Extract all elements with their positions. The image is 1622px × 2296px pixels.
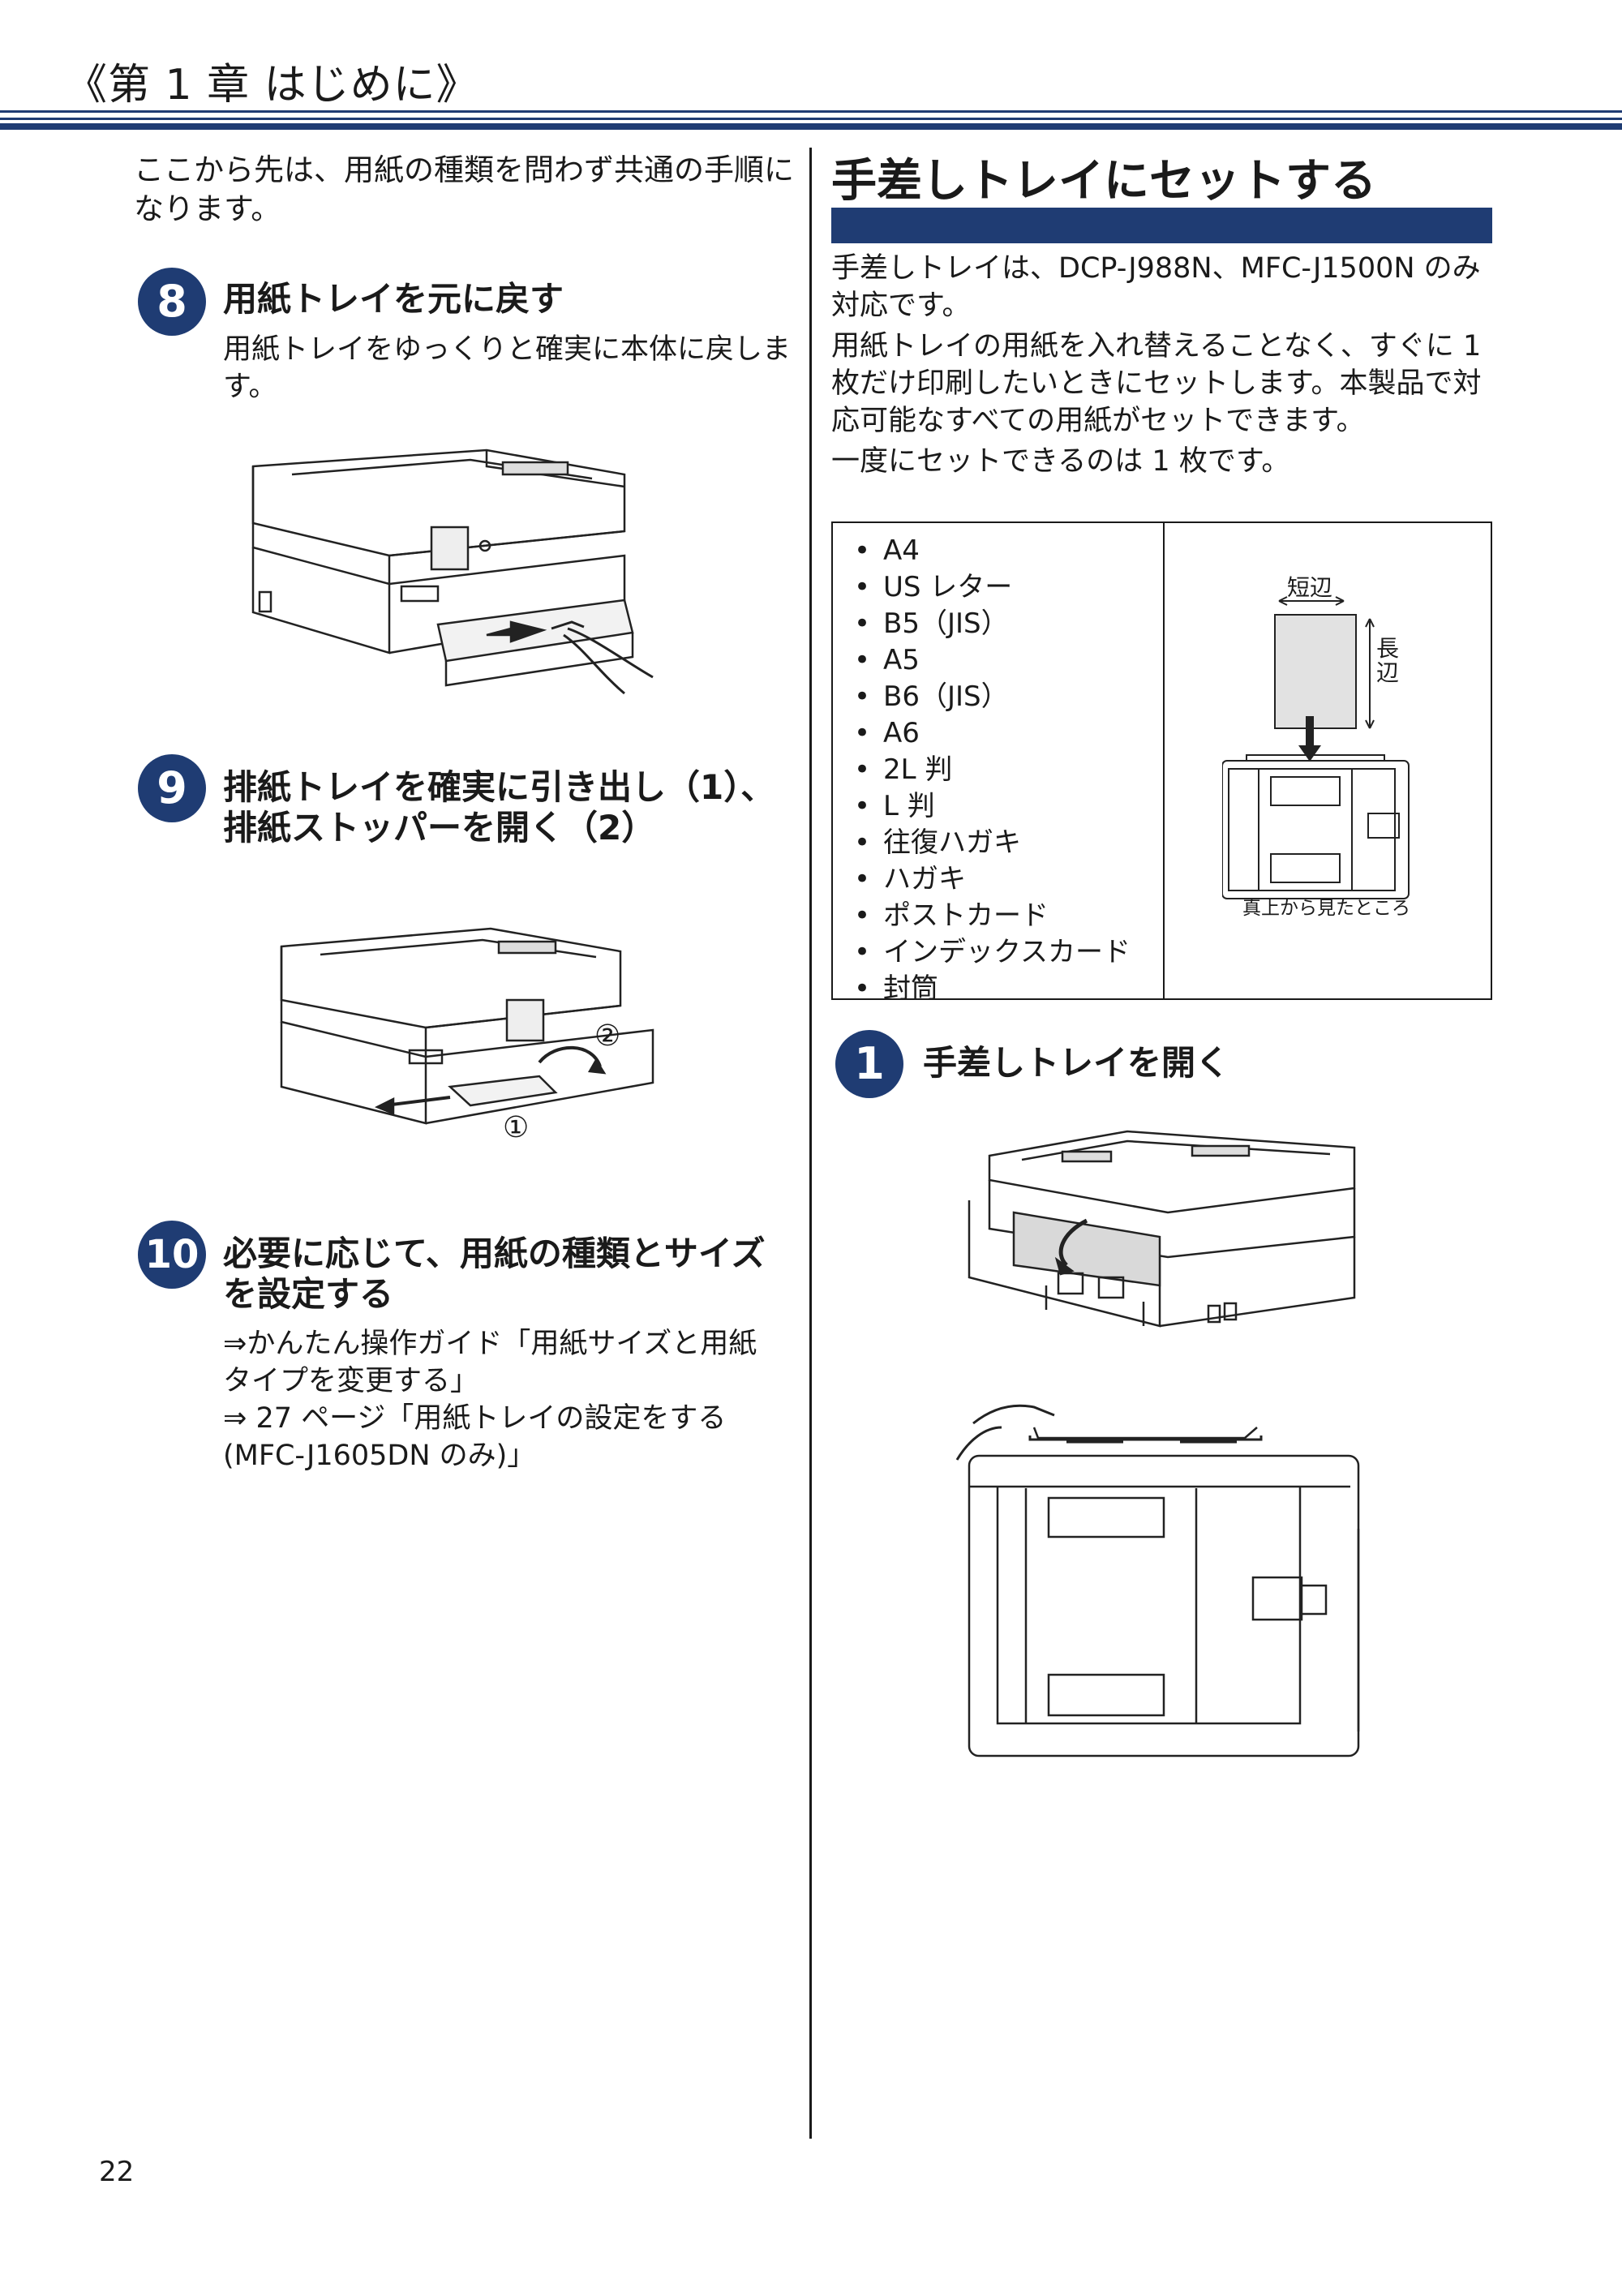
section-title-bar — [831, 208, 1492, 243]
printer-tray-insert-illustration — [243, 442, 665, 710]
step-body: 用紙トレイをゆっくりと確実に本体に戻します。 — [223, 333, 792, 403]
reference-link[interactable]: ⇒かんたん操作ガイド「用紙サイズと用紙 — [223, 1328, 757, 1360]
list-item: L 判 — [847, 788, 1131, 825]
chapter-title: 《第 1 章 はじめに》 — [65, 61, 479, 109]
step-title-line: 必要に応じて、用紙の種類とサイズ — [223, 1234, 766, 1273]
header-rule — [0, 123, 1622, 130]
section-title: 手差しトレイにセットする — [831, 155, 1376, 208]
long-edge-label: 長 — [1376, 635, 1400, 662]
reference-link[interactable]: ⇒ 27 ページ「用紙トレイの設定をする — [223, 1402, 727, 1435]
step-title: 用紙トレイを元に戻す — [223, 279, 564, 319]
paper-types-table: A4 US レター B5（JIS） A5 B6（JIS） A6 2L 判 L 判… — [831, 521, 1492, 1007]
list-item: 2L 判 — [847, 752, 1131, 788]
column-divider — [809, 148, 812, 2139]
reference-link[interactable]: (MFC-J1605DN のみ)」 — [223, 1440, 536, 1472]
list-item: 封筒 — [847, 971, 1131, 1007]
step-number-badge: 8 — [138, 268, 206, 336]
paper-type-list: A4 US レター B5（JIS） A5 B6（JIS） A6 2L 判 L 判… — [847, 533, 1131, 1007]
section-paragraph: 一度にセットできるのは 1 枚です。 — [831, 445, 1290, 478]
reference-link[interactable]: タイプを変更する」 — [223, 1365, 479, 1397]
manual-tray-top-view-illustration — [953, 1391, 1375, 1764]
page-number: 22 — [99, 2156, 135, 2188]
long-edge-label: 辺 — [1376, 659, 1400, 686]
step-title-line: 排紙ストッパーを開く（2） — [223, 808, 656, 848]
list-item: A4 — [847, 533, 1131, 569]
short-edge-label: 短辺 — [1287, 574, 1333, 601]
list-item: B5（JIS） — [847, 606, 1131, 642]
list-item: B6（JIS） — [847, 679, 1131, 715]
section-body: 手差しトレイは、DCP-J988N、MFC-J1500N のみ対応です。 用紙ト… — [831, 250, 1496, 483]
printer-rear-open-illustration — [965, 1123, 1362, 1367]
list-item: 往復ハガキ — [847, 825, 1131, 861]
list-item: A5 — [847, 642, 1131, 679]
top-view-illustration — [1221, 594, 1425, 922]
intro-text: ここから先は、用紙の種類を問わず共通の手順になります。 — [134, 152, 794, 226]
step-number-badge: 1 — [835, 1030, 903, 1098]
list-item: US レター — [847, 569, 1131, 606]
step-number-badge: 9 — [138, 754, 206, 822]
section-paragraph: 手差しトレイは、DCP-J988N、MFC-J1500N のみ対応です。 — [831, 252, 1481, 322]
table-divider — [1163, 523, 1165, 998]
printer-output-tray-illustration — [272, 921, 661, 1164]
step-title-line: 排紙トレイを確実に引き出し（1）、 — [223, 767, 775, 807]
list-item: ハガキ — [847, 861, 1131, 898]
list-item: インデックスカード — [847, 934, 1131, 971]
callout-1: ① — [503, 1111, 530, 1144]
header-rule — [0, 110, 1622, 113]
callout-2: ② — [594, 1019, 621, 1053]
step-title: 手差しトレイを開く — [923, 1043, 1230, 1083]
step-number-badge: 10 — [138, 1221, 206, 1289]
list-item: A6 — [847, 715, 1131, 752]
diagram-caption: 真上から見たところ — [1242, 898, 1410, 919]
step-title-line: を設定する — [223, 1274, 394, 1314]
list-item: ポストカード — [847, 898, 1131, 934]
section-paragraph: 用紙トレイの用紙を入れ替えることなく、すぐに 1 枚だけ印刷したいときにセットし… — [831, 330, 1482, 437]
header-rule — [0, 118, 1622, 120]
